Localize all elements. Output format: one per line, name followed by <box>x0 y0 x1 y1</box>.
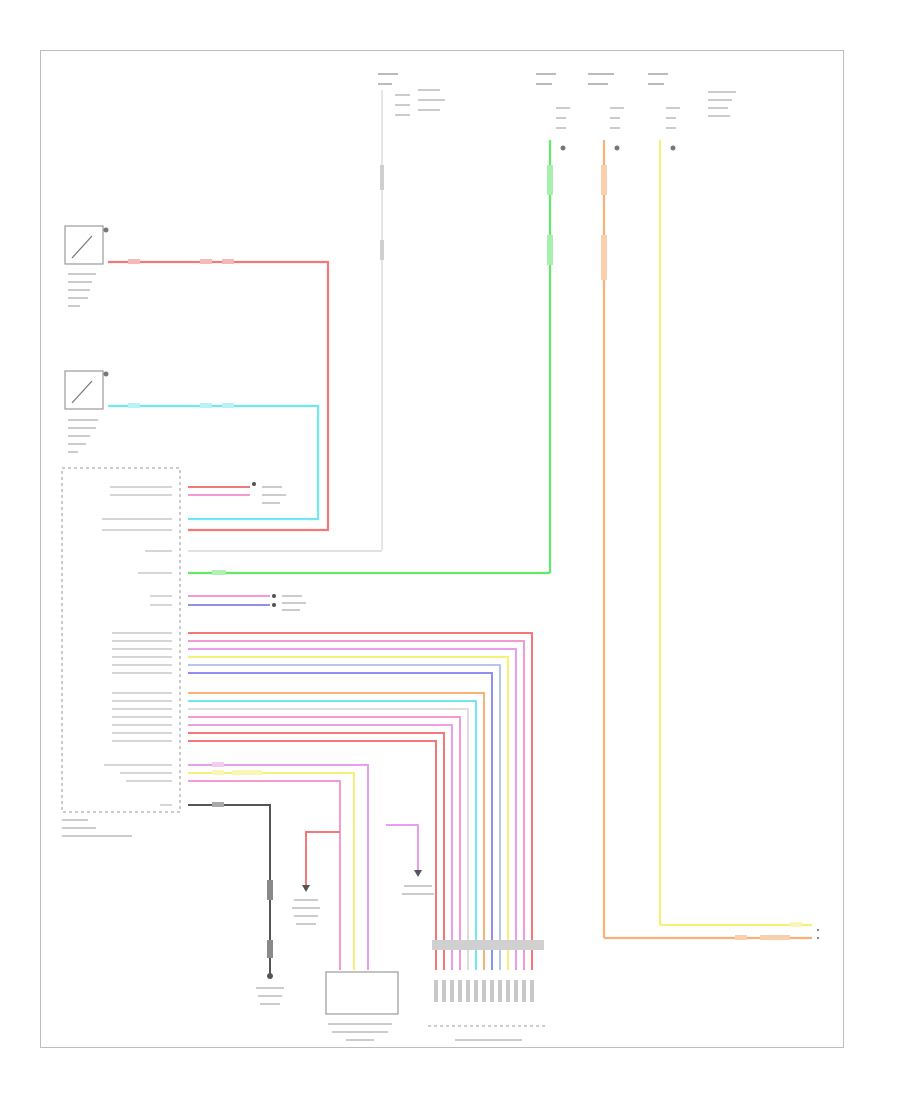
bcm-label <box>62 819 132 837</box>
left-device-label <box>292 899 320 925</box>
pin <box>442 980 446 1002</box>
power-source-2 <box>536 73 570 573</box>
wire-label <box>212 802 224 807</box>
connector-strip <box>432 940 544 950</box>
ground-symbol <box>256 880 284 1005</box>
wire-label <box>790 922 802 927</box>
arrow-icon <box>414 870 422 877</box>
wire-red <box>188 632 533 970</box>
diagram-frame <box>40 50 844 1048</box>
wire-label <box>735 935 747 940</box>
pin <box>466 980 470 1002</box>
pin <box>514 980 518 1002</box>
wire-pink <box>188 716 461 970</box>
wire-violet <box>188 764 369 970</box>
wire-red <box>108 260 330 532</box>
passenger-switch <box>64 225 109 307</box>
switch-lever <box>71 380 93 404</box>
switch-icon <box>64 370 104 410</box>
connector-mark <box>547 165 553 195</box>
wire-blue <box>188 672 493 970</box>
connector-mark <box>601 235 607 280</box>
wire-label <box>232 770 262 775</box>
pin <box>474 980 478 1002</box>
wire-label <box>212 570 226 575</box>
wire-violet <box>386 824 419 870</box>
terminal-dot <box>670 145 676 151</box>
power-source-4 <box>648 73 736 925</box>
pin <box>506 980 510 1002</box>
wire-label <box>212 762 224 767</box>
wire-red <box>188 732 445 970</box>
pin <box>522 980 526 1002</box>
wire-yellow <box>188 656 509 970</box>
terminal-dot <box>560 145 566 151</box>
power-source-3 <box>588 73 624 938</box>
arrow-icon <box>252 482 256 486</box>
ground-dot <box>267 973 273 979</box>
wire-gray <box>188 708 469 970</box>
pin <box>490 980 494 1002</box>
switch-lever <box>71 235 93 259</box>
wire-pink <box>188 640 525 970</box>
pin <box>450 980 454 1002</box>
connector-mark <box>547 235 553 265</box>
wire-gray-blue <box>188 664 501 970</box>
wire-color-labels <box>128 259 262 807</box>
optical-sensor-label <box>328 1023 392 1041</box>
power-source-1 <box>378 73 445 550</box>
wire-red <box>188 740 437 970</box>
arrow-icon <box>272 594 276 598</box>
pin <box>458 980 462 1002</box>
right-edge-labels <box>735 922 820 940</box>
combination-switch-pins <box>434 980 534 1002</box>
connector-mark <box>267 940 273 958</box>
wire-violet <box>188 648 517 970</box>
wire-violet <box>188 724 453 970</box>
pin <box>530 980 534 1002</box>
wire-label <box>200 259 212 264</box>
wire-label <box>222 403 234 408</box>
wire-black <box>188 804 271 975</box>
combination-switch <box>428 940 548 1041</box>
bcm-pin-labels <box>102 486 172 806</box>
fuse-markers <box>380 145 676 280</box>
bcm-wires <box>188 482 550 975</box>
wire-cyan <box>188 700 477 970</box>
arrow-icon <box>302 885 310 892</box>
optical-sensor-box <box>325 971 399 1015</box>
pin <box>498 980 502 1002</box>
terminal-dot <box>103 371 109 377</box>
driver-switch <box>64 370 109 453</box>
pin <box>482 980 486 1002</box>
continuation-dot <box>816 928 820 932</box>
connector-mark <box>380 240 384 260</box>
wire-label <box>222 259 234 264</box>
wire-label <box>200 403 212 408</box>
connector-mark <box>601 165 607 195</box>
wire-pink <box>188 780 341 970</box>
right-device-label <box>402 885 434 895</box>
wire-label <box>128 259 140 264</box>
wire-label <box>760 935 790 940</box>
continuation-dot <box>816 936 820 940</box>
pin <box>434 980 438 1002</box>
wire-orange <box>188 692 485 970</box>
wire-label <box>212 770 224 775</box>
terminal-dot <box>103 227 109 233</box>
arrow-icon <box>272 603 276 607</box>
wire-label <box>128 403 140 408</box>
wire-cyan <box>108 404 320 521</box>
terminal-dot <box>614 145 620 151</box>
body-control-module-box <box>61 467 181 813</box>
wire-red <box>305 831 340 885</box>
connector-mark <box>267 880 273 900</box>
connector-mark <box>380 165 384 190</box>
